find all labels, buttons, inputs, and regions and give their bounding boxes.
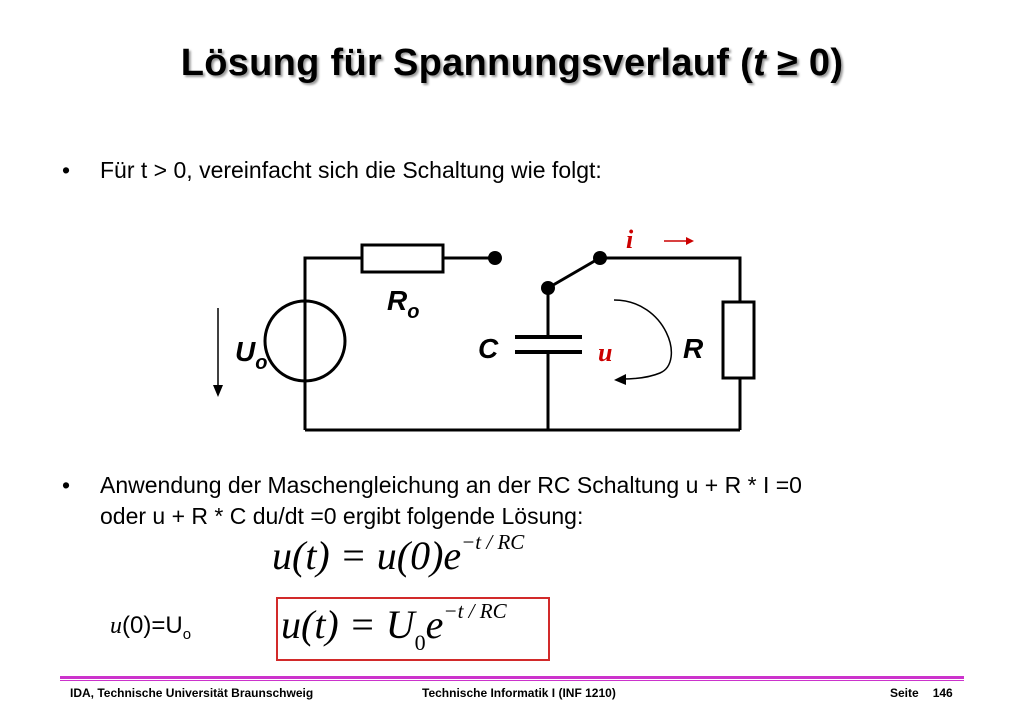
highlighted-equation-box: [276, 597, 550, 661]
bullet-dot: •: [62, 157, 71, 183]
bullet-item: • Für t > 0, vereinfacht sich die Schalt…: [62, 155, 862, 187]
switch-blade: [547, 257, 599, 290]
bullet-dot: •: [62, 472, 71, 498]
slide-title: Lösung für Spannungsverlauf (t ≥ 0): [180, 42, 844, 84]
resistor-r-label: R: [683, 333, 704, 364]
voltage-u-label: u: [598, 338, 612, 367]
wire-top-right: [600, 256, 742, 302]
equation-final-solution: u(t) = U0e−t / RC: [281, 599, 507, 655]
wire-top-left: [303, 256, 362, 300]
source-voltage-label: Uo: [235, 336, 267, 374]
resistor-r: [721, 300, 756, 380]
capacitor-label: C: [478, 333, 499, 364]
bullet-text: Für t > 0, vereinfacht sich die Schaltun…: [100, 157, 602, 183]
switch-pivot: [541, 281, 555, 295]
loop-arrow: [613, 299, 673, 380]
initial-condition: u(0)=Uo: [110, 612, 192, 643]
bullet-text-line-1: Anwendung der Maschengleichung an der RC…: [100, 472, 802, 498]
switch-contact-left: [488, 251, 502, 265]
equation-general-solution: u(t) = u(0)e−t / RC: [272, 530, 525, 578]
footer-divider-thin: [60, 680, 964, 681]
resistor-r0-label: Ro: [387, 285, 419, 323]
voltage-arrow-head: [213, 385, 223, 397]
bullet-item: • Anwendung der Maschengleichung an der …: [62, 470, 982, 534]
switch-contact-right: [593, 251, 607, 265]
current-arrow-head: [686, 237, 694, 245]
page-number: 146: [932, 686, 953, 700]
bullet-text-line-2: oder u + R * C du/dt =0 ergibt folgende …: [100, 503, 584, 529]
footer-institution: IDA, Technische Universität Braunschweig: [70, 686, 314, 700]
footer-divider: [60, 676, 964, 679]
resistor-r0: [360, 243, 445, 274]
footer-course: Technische Informatik I (INF 1210): [422, 686, 616, 700]
loop-arrow-head: [614, 374, 626, 385]
current-label: i: [626, 225, 634, 254]
